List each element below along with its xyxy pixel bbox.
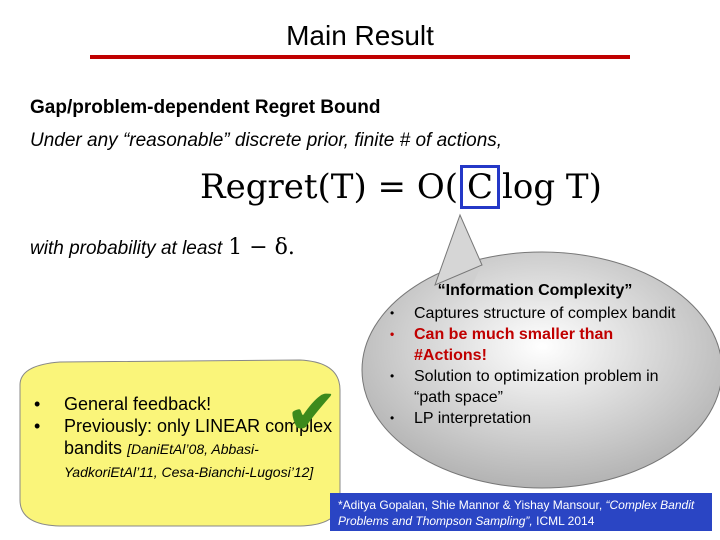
bubble-pointer xyxy=(434,213,483,286)
yellow-note-list: General feedback! Previously: only LINEA… xyxy=(30,393,340,483)
note-item-text: Previously: only LINEAR complex bandits xyxy=(64,416,333,458)
probability-text: with probability at least xyxy=(30,238,223,259)
complexity-box: C xyxy=(459,165,500,209)
footnote-authors: *Aditya Gopalan, Shie Mannor & Yishay Ma… xyxy=(338,498,603,512)
formula-left: Regret(T) = O( xyxy=(200,167,458,207)
note-item: General feedback! xyxy=(30,393,340,415)
result-condition: Under any “reasonable” discrete prior, f… xyxy=(30,130,503,151)
title-underline xyxy=(90,55,630,59)
note-citation: [DaniEtAl’08, Abbasi-YadkoriEtAl’11, Ces… xyxy=(64,441,314,480)
footnote-paper-title: “Complex Bandit Problems and Thompson Sa… xyxy=(338,498,695,528)
bubble-item: Captures structure of complex bandit xyxy=(380,303,680,324)
formula-right: log T) xyxy=(502,167,602,207)
bubble-title: “Information Complexity” xyxy=(437,282,633,299)
footnote-venue: ICML 2014 xyxy=(536,514,595,528)
bubble-item: LP interpretation xyxy=(380,408,680,429)
result-heading: Gap/problem-dependent Regret Bound xyxy=(30,97,381,118)
bubble-item-highlight: Can be much smaller than #Actions! xyxy=(380,324,680,366)
checkmark-icon: ✔ xyxy=(285,376,339,448)
bubble-item: Solution to optimization problem in “pat… xyxy=(380,366,680,408)
probability-math: 1 − δ. xyxy=(228,235,295,260)
note-item: Previously: only LINEAR complex bandits … xyxy=(30,415,340,483)
bubble-list: Captures structure of complex bandit Can… xyxy=(380,303,680,429)
slide-title: Main Result xyxy=(286,20,434,51)
footnote-reference: *Aditya Gopalan, Shie Mannor & Yishay Ma… xyxy=(330,493,712,531)
